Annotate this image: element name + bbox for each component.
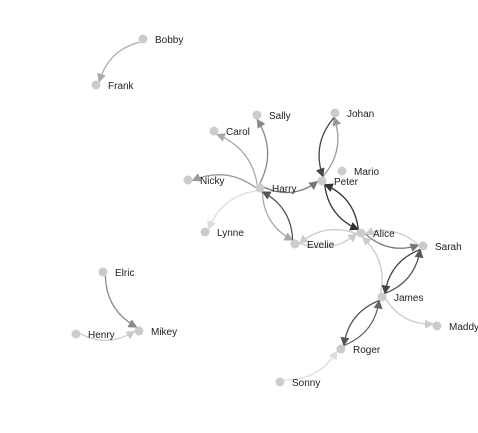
edge-alice-to-evelie xyxy=(298,228,357,244)
node-label: Maddy xyxy=(449,322,478,333)
edge-henry-to-mikey xyxy=(80,330,136,342)
edge-bobby-to-frank xyxy=(97,41,140,83)
edge-peter-to-alice xyxy=(324,184,360,231)
node-label: Harry xyxy=(272,184,296,195)
node-circle[interactable] xyxy=(91,80,101,90)
node-circle[interactable] xyxy=(432,321,442,331)
edge-harry-to-sally xyxy=(256,118,269,184)
edge-peter-to-johan xyxy=(322,116,342,178)
node-label: Mikey xyxy=(151,327,177,338)
node-circle[interactable] xyxy=(255,183,265,193)
node-label: Alice xyxy=(373,229,395,240)
node-circle[interactable] xyxy=(356,228,366,238)
node-circle[interactable] xyxy=(317,176,327,186)
node-harry[interactable]: Harry xyxy=(255,183,297,196)
node-maddy[interactable]: Maddy xyxy=(432,321,478,334)
node-circle[interactable] xyxy=(377,292,387,302)
node-mario[interactable]: Mario xyxy=(337,166,380,179)
node-label: Sarah xyxy=(435,242,462,253)
node-elric[interactable]: Elric xyxy=(98,267,135,280)
edge-roger-to-james xyxy=(343,299,383,347)
node-henry[interactable]: Henry xyxy=(71,329,115,342)
edges-layer xyxy=(80,41,434,381)
edge-evelie-to-harry xyxy=(261,191,294,241)
node-label: Johan xyxy=(347,109,374,120)
node-frank[interactable]: Frank xyxy=(91,80,135,93)
node-circle[interactable] xyxy=(183,175,193,185)
node-sonny[interactable]: Sonny xyxy=(275,377,321,390)
node-circle[interactable] xyxy=(200,227,210,237)
node-circle[interactable] xyxy=(336,344,346,354)
edge-johan-to-peter xyxy=(315,116,335,178)
node-circle[interactable] xyxy=(252,110,262,120)
edge-james-to-alice xyxy=(361,236,383,293)
edge-evelie-to-alice xyxy=(299,233,358,249)
node-label: Henry xyxy=(88,330,115,341)
node-alice[interactable]: Alice xyxy=(356,228,396,241)
edge-sarah-to-alice xyxy=(364,227,420,246)
node-label: Peter xyxy=(334,177,359,188)
node-mikey[interactable]: Mikey xyxy=(134,326,178,339)
node-peter[interactable]: Peter xyxy=(317,176,359,189)
node-circle[interactable] xyxy=(138,34,148,44)
node-label: Roger xyxy=(353,345,381,356)
node-label: Mario xyxy=(354,167,379,178)
node-circle[interactable] xyxy=(418,241,428,251)
node-label: Carol xyxy=(226,127,250,138)
edge-harry-to-evelie xyxy=(261,191,294,241)
edge-sonny-to-roger xyxy=(283,350,338,381)
edge-harry-to-carol xyxy=(215,133,258,185)
edge-elric-to-mikey xyxy=(104,275,138,328)
node-label: Evelie xyxy=(307,240,335,251)
node-carol[interactable]: Carol xyxy=(209,126,250,139)
node-label: Nicky xyxy=(200,176,224,187)
node-sally[interactable]: Sally xyxy=(252,110,291,123)
node-circle[interactable] xyxy=(71,329,81,339)
node-circle[interactable] xyxy=(290,239,300,249)
node-label: James xyxy=(394,293,423,304)
node-nicky[interactable]: Nicky xyxy=(183,175,225,188)
node-label: Elric xyxy=(115,268,134,279)
edge-harry-to-lynne xyxy=(207,190,257,231)
node-roger[interactable]: Roger xyxy=(336,344,381,357)
node-label: Sally xyxy=(269,111,291,122)
node-circle[interactable] xyxy=(275,377,285,387)
node-label: Frank xyxy=(108,81,135,92)
node-label: Lynne xyxy=(217,228,244,239)
node-lynne[interactable]: Lynne xyxy=(200,227,245,240)
node-johan[interactable]: Johan xyxy=(330,108,375,121)
node-circle[interactable] xyxy=(337,166,347,176)
node-bobby[interactable]: Bobby xyxy=(138,34,184,47)
node-evelie[interactable]: Evelie xyxy=(290,239,335,252)
node-circle[interactable] xyxy=(98,267,108,277)
node-sarah[interactable]: Sarah xyxy=(418,241,462,254)
edge-sarah-to-james xyxy=(381,248,421,295)
edge-harry-to-peter xyxy=(264,180,319,194)
edge-james-to-roger xyxy=(340,299,380,347)
edge-harry-to-nicky xyxy=(191,173,256,189)
node-circle[interactable] xyxy=(330,108,340,118)
node-circle[interactable] xyxy=(209,126,219,136)
node-james[interactable]: James xyxy=(377,292,424,305)
edge-james-to-sarah xyxy=(384,248,424,295)
edge-alice-to-peter xyxy=(323,183,359,230)
edge-james-to-maddy xyxy=(385,298,434,329)
node-label: Bobby xyxy=(155,35,183,46)
node-label: Sonny xyxy=(292,378,320,389)
node-circle[interactable] xyxy=(134,326,144,336)
